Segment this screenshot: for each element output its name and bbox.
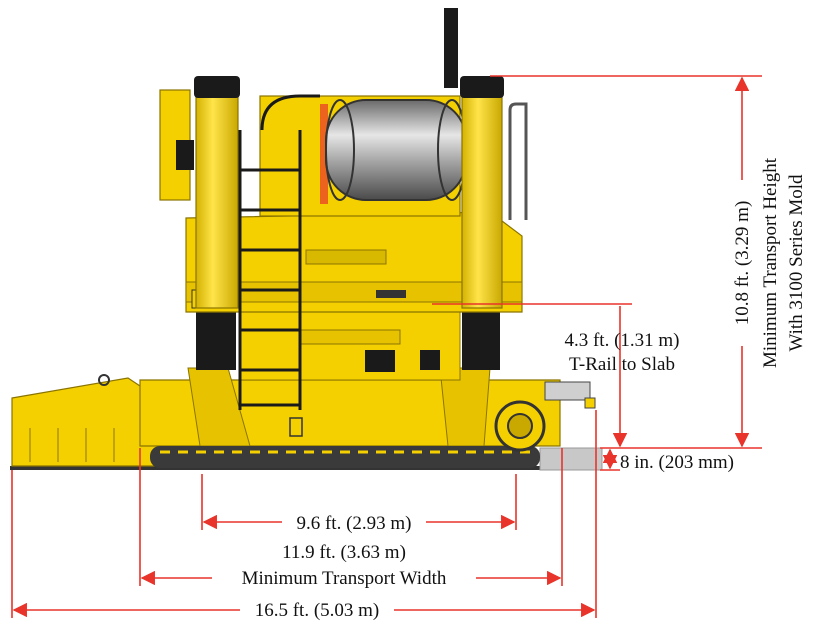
handrail <box>508 102 528 220</box>
height-label-2: Minimum Transport Height <box>760 157 781 368</box>
water-tank <box>325 99 467 201</box>
track-width-label: 9.6 ft. (2.93 m) <box>296 513 411 534</box>
slab <box>539 447 603 471</box>
ladder <box>238 94 320 410</box>
trail-label-2: T-Rail to Slab <box>569 354 675 375</box>
overall-length-label: 16.5 ft. (5.03 m) <box>255 600 380 621</box>
slab-label: 8 in. (203 mm) <box>620 452 734 473</box>
height-label-3: With 3100 Series Mold <box>786 174 807 352</box>
dimension-lines <box>11 75 762 618</box>
t-rail-arm <box>544 381 591 401</box>
exhaust-stack <box>444 8 458 88</box>
mast-columns <box>194 76 504 309</box>
height-label-1: 10.8 ft. (3.29 m) <box>732 201 753 326</box>
crawler-track <box>150 400 546 468</box>
paving-mold <box>11 374 159 467</box>
transport-width-label-1: 11.9 ft. (3.63 m) <box>282 542 406 563</box>
leg-columns <box>196 305 500 370</box>
transport-width-label-2: Minimum Transport Width <box>242 568 447 589</box>
paver-machine <box>10 8 603 471</box>
dimension-labels: 10.8 ft. (3.29 m) Minimum Transport Heig… <box>242 157 807 621</box>
upper-frame <box>185 211 523 313</box>
trail-label-1: 4.3 ft. (1.31 m) <box>564 330 679 351</box>
